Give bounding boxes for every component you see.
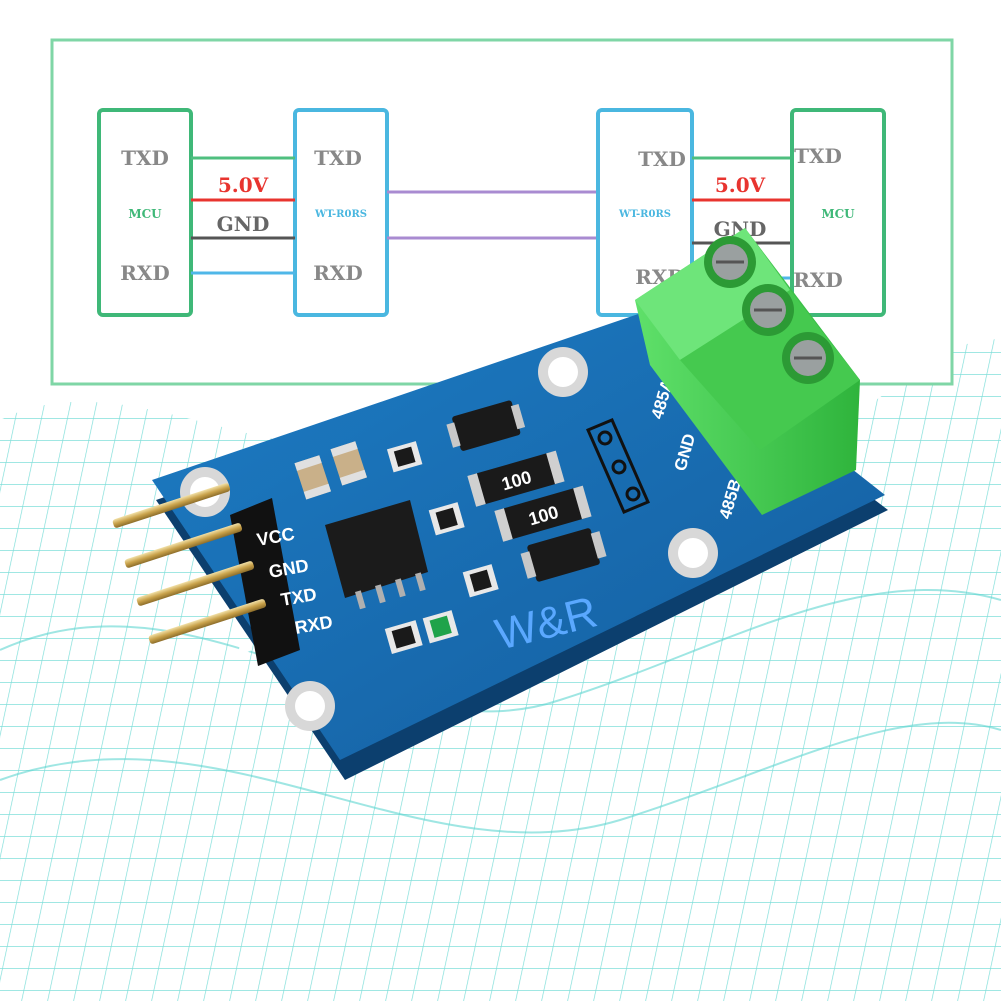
right-power-label: 5.0V xyxy=(715,173,766,197)
smd-resistor xyxy=(384,620,423,654)
resistor-100: 100 xyxy=(494,485,592,542)
mounting-hole xyxy=(668,528,718,578)
left-module-rxd: RXD xyxy=(313,261,362,285)
terminal-pads xyxy=(586,418,650,514)
smd-resistor xyxy=(428,502,465,536)
left-module-name: WT-R0RS xyxy=(314,209,367,220)
mounting-hole xyxy=(285,681,335,731)
screw-icon xyxy=(704,236,756,288)
right-mcu-rxd: RXD xyxy=(793,268,842,292)
status-led xyxy=(422,610,459,644)
transceiver-chip xyxy=(325,500,428,610)
right-module-name: WT-R0RS xyxy=(618,209,671,220)
left-gnd-label: GND xyxy=(217,212,270,236)
left-mcu-rxd: RXD xyxy=(120,261,169,285)
right-module-txd: TXD xyxy=(638,147,686,171)
screw-icon xyxy=(742,284,794,336)
left-mcu-name: MCU xyxy=(128,207,162,221)
right-mcu-name: MCU xyxy=(821,207,855,221)
rs485-module-board: VCC GND TXD RXD xyxy=(112,228,888,780)
left-module-txd: TXD xyxy=(314,146,362,170)
pin-header xyxy=(112,483,300,666)
left-module-box xyxy=(293,108,389,317)
smd-capacitor xyxy=(294,455,331,500)
tvs-diode xyxy=(446,400,526,451)
left-mcu-box xyxy=(97,108,193,317)
tvs-diode xyxy=(520,528,607,582)
smd-resistor xyxy=(462,564,499,598)
screw-icon xyxy=(782,332,834,384)
screw-terminal-block xyxy=(635,228,860,515)
resistor-100: 100 xyxy=(467,450,565,507)
left-mcu-txd: TXD xyxy=(121,146,169,170)
smd-resistor xyxy=(386,441,423,473)
right-mcu-box xyxy=(790,108,886,317)
right-mcu-txd: TXD xyxy=(794,144,842,168)
mounting-hole xyxy=(538,347,588,397)
smd-capacitor xyxy=(330,441,367,486)
left-power-label: 5.0V xyxy=(218,173,269,197)
